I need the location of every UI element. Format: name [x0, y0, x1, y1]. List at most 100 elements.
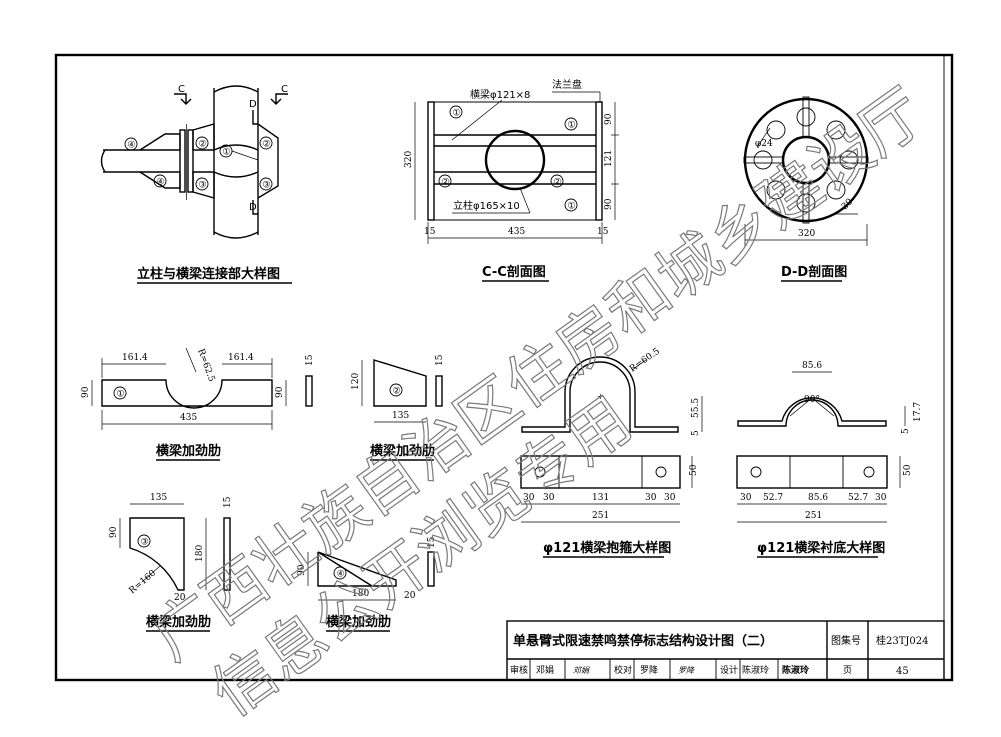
- dim-thickness: 15: [223, 496, 233, 508]
- section-cc-title: C-C剖面图: [482, 264, 546, 280]
- dim-right: 161.4: [228, 353, 254, 363]
- dim-bottom: 90: [604, 198, 614, 210]
- check-name: 罗降: [640, 664, 658, 676]
- flange-label: 法兰盘: [552, 78, 582, 91]
- stiffener-4: ④ 90 180 20 15 横梁加劲肋: [297, 536, 437, 632]
- stiffener-1: ① 161.4 161.4 R=62.5 90 90 435 15 横梁加劲肋: [81, 348, 315, 461]
- atlas-label: 图集号: [831, 634, 861, 647]
- dim-right-plate: 15: [597, 227, 609, 237]
- part-label: ①: [117, 390, 125, 400]
- dim-total: 251: [592, 511, 609, 521]
- hole-label: φ24: [755, 139, 773, 149]
- page-label: 页: [843, 665, 852, 676]
- dim-radius: R=62.5: [195, 348, 216, 384]
- dim-bottom: 20: [174, 593, 186, 603]
- section-cc: ① ① ② ② ① 横梁φ121×8 法兰盘 立柱φ165×10 320 90 …: [404, 78, 619, 282]
- dim-w1: 30: [523, 493, 535, 503]
- dim-height: 50: [903, 464, 913, 476]
- page-number: 45: [896, 666, 909, 677]
- dim-top: 85.6: [802, 361, 822, 371]
- liner-detail: 90° 85.6 17.7 5 50 30 52.7 85.6 52.7 30 …: [736, 361, 923, 558]
- dim-w3: 30: [645, 493, 657, 503]
- stiffener-1-title: 横梁加劲肋: [156, 443, 221, 459]
- part-label: ①: [568, 202, 576, 212]
- dim-mid: 85.6: [808, 493, 828, 503]
- section-dd: φ24 30 320 D-D剖面图: [743, 96, 869, 282]
- part-label: ②: [393, 387, 401, 397]
- section-mark-d: D: [249, 99, 257, 110]
- column-label: 立柱φ165×10: [453, 199, 520, 212]
- dim-left: 161.4: [122, 353, 148, 363]
- dim-height: 320: [404, 151, 414, 168]
- design-name: 陈淑玲: [742, 664, 769, 676]
- dim-w4: 30: [664, 493, 676, 503]
- check-signature: 罗降: [678, 666, 695, 675]
- dim-width: 320: [798, 229, 815, 239]
- dim-thickness: 15: [427, 536, 437, 548]
- part-label: ③: [263, 181, 271, 191]
- review-signature: 邓娟: [573, 666, 590, 675]
- dim-height-right: 90: [275, 386, 285, 398]
- column-beam-detail: ④ ④ ② ② ① ③ ③ C C D D 立柱与横梁连接部大样图: [100, 84, 292, 284]
- title-block: 单悬臂式限速禁鸣禁停标志结构设计图（二） 图集号 桂23TJ024 审核 邓娟 …: [506, 620, 945, 681]
- part-label: ②: [199, 140, 207, 150]
- atlas-number: 桂23TJ024: [876, 634, 929, 647]
- section-mark-d: D: [249, 202, 257, 213]
- dim-radius: R=160: [128, 568, 159, 596]
- part-label: ④: [337, 570, 345, 580]
- dim-h1: 55.5: [691, 398, 701, 418]
- dim-height: 120: [351, 373, 361, 390]
- check-label: 校对: [614, 664, 632, 676]
- stiffener-2: ② 120 135 15 横梁加劲肋: [351, 354, 445, 461]
- hoop-title: φ121横梁抱箍大样图: [543, 540, 671, 556]
- part-label: ①: [223, 148, 231, 158]
- dim-height-left: 90: [81, 386, 91, 398]
- review-label: 审核: [510, 664, 528, 676]
- dim-thickness: 15: [305, 354, 315, 366]
- section-mark-c: C: [178, 84, 185, 95]
- svg-text:+: +: [597, 392, 604, 401]
- dim-total: 435: [180, 413, 197, 423]
- review-name: 邓娟: [536, 664, 554, 676]
- dim-left: 90: [109, 526, 119, 538]
- dim-w2: 52.7: [763, 493, 783, 503]
- dim-h1: 17.7: [913, 402, 923, 422]
- outer-border: [54, 53, 954, 682]
- dim-width: 135: [392, 411, 409, 421]
- stiffener-2-title: 横梁加劲肋: [370, 443, 435, 459]
- dim-w2: 30: [543, 493, 555, 503]
- design-signature: 陈淑玲: [782, 664, 810, 676]
- dim-w3: 52.7: [848, 493, 868, 503]
- dim-mid: 121: [604, 150, 614, 167]
- dim-total: 251: [805, 511, 822, 521]
- liner-title: φ121横梁衬底大样图: [757, 540, 885, 556]
- dim-left-plate: 15: [424, 227, 436, 237]
- beam-label: 横梁φ121×8: [470, 88, 530, 101]
- part-label: ①: [568, 121, 576, 131]
- design-label: 设计: [720, 664, 738, 676]
- dim-mid: 131: [592, 493, 609, 503]
- part-label: ④: [157, 178, 165, 188]
- dim-h2: 5: [691, 430, 701, 436]
- part-label: ②: [442, 178, 450, 188]
- part-label: ②: [263, 140, 271, 150]
- liner-angle: 90°: [804, 395, 820, 405]
- dim-w4: 30: [875, 493, 887, 503]
- dim-top: 90: [604, 113, 614, 125]
- hoop-detail: + R=60.5 55.5 5 50 30 30 131 30 30 251 φ…: [520, 346, 703, 558]
- dim-height: 90: [297, 564, 307, 576]
- column-beam-detail-title: 立柱与横梁连接部大样图: [137, 266, 280, 282]
- part-label: ③: [141, 538, 149, 548]
- section-dd-title: D-D剖面图: [781, 264, 847, 280]
- dim-height: 180: [195, 545, 205, 562]
- dim-h2: 5: [901, 428, 911, 434]
- stiffener-4-title: 横梁加劲肋: [326, 614, 391, 630]
- dim-width: 180: [352, 589, 369, 599]
- dim-thickness: 15: [435, 354, 445, 366]
- section-mark-c: C: [281, 84, 288, 95]
- dim-height: 50: [689, 464, 699, 476]
- part-label: ③: [199, 181, 207, 191]
- drawing-title: 单悬臂式限速禁鸣禁停标志结构设计图（二）: [513, 633, 773, 649]
- part-label: ①: [453, 109, 461, 119]
